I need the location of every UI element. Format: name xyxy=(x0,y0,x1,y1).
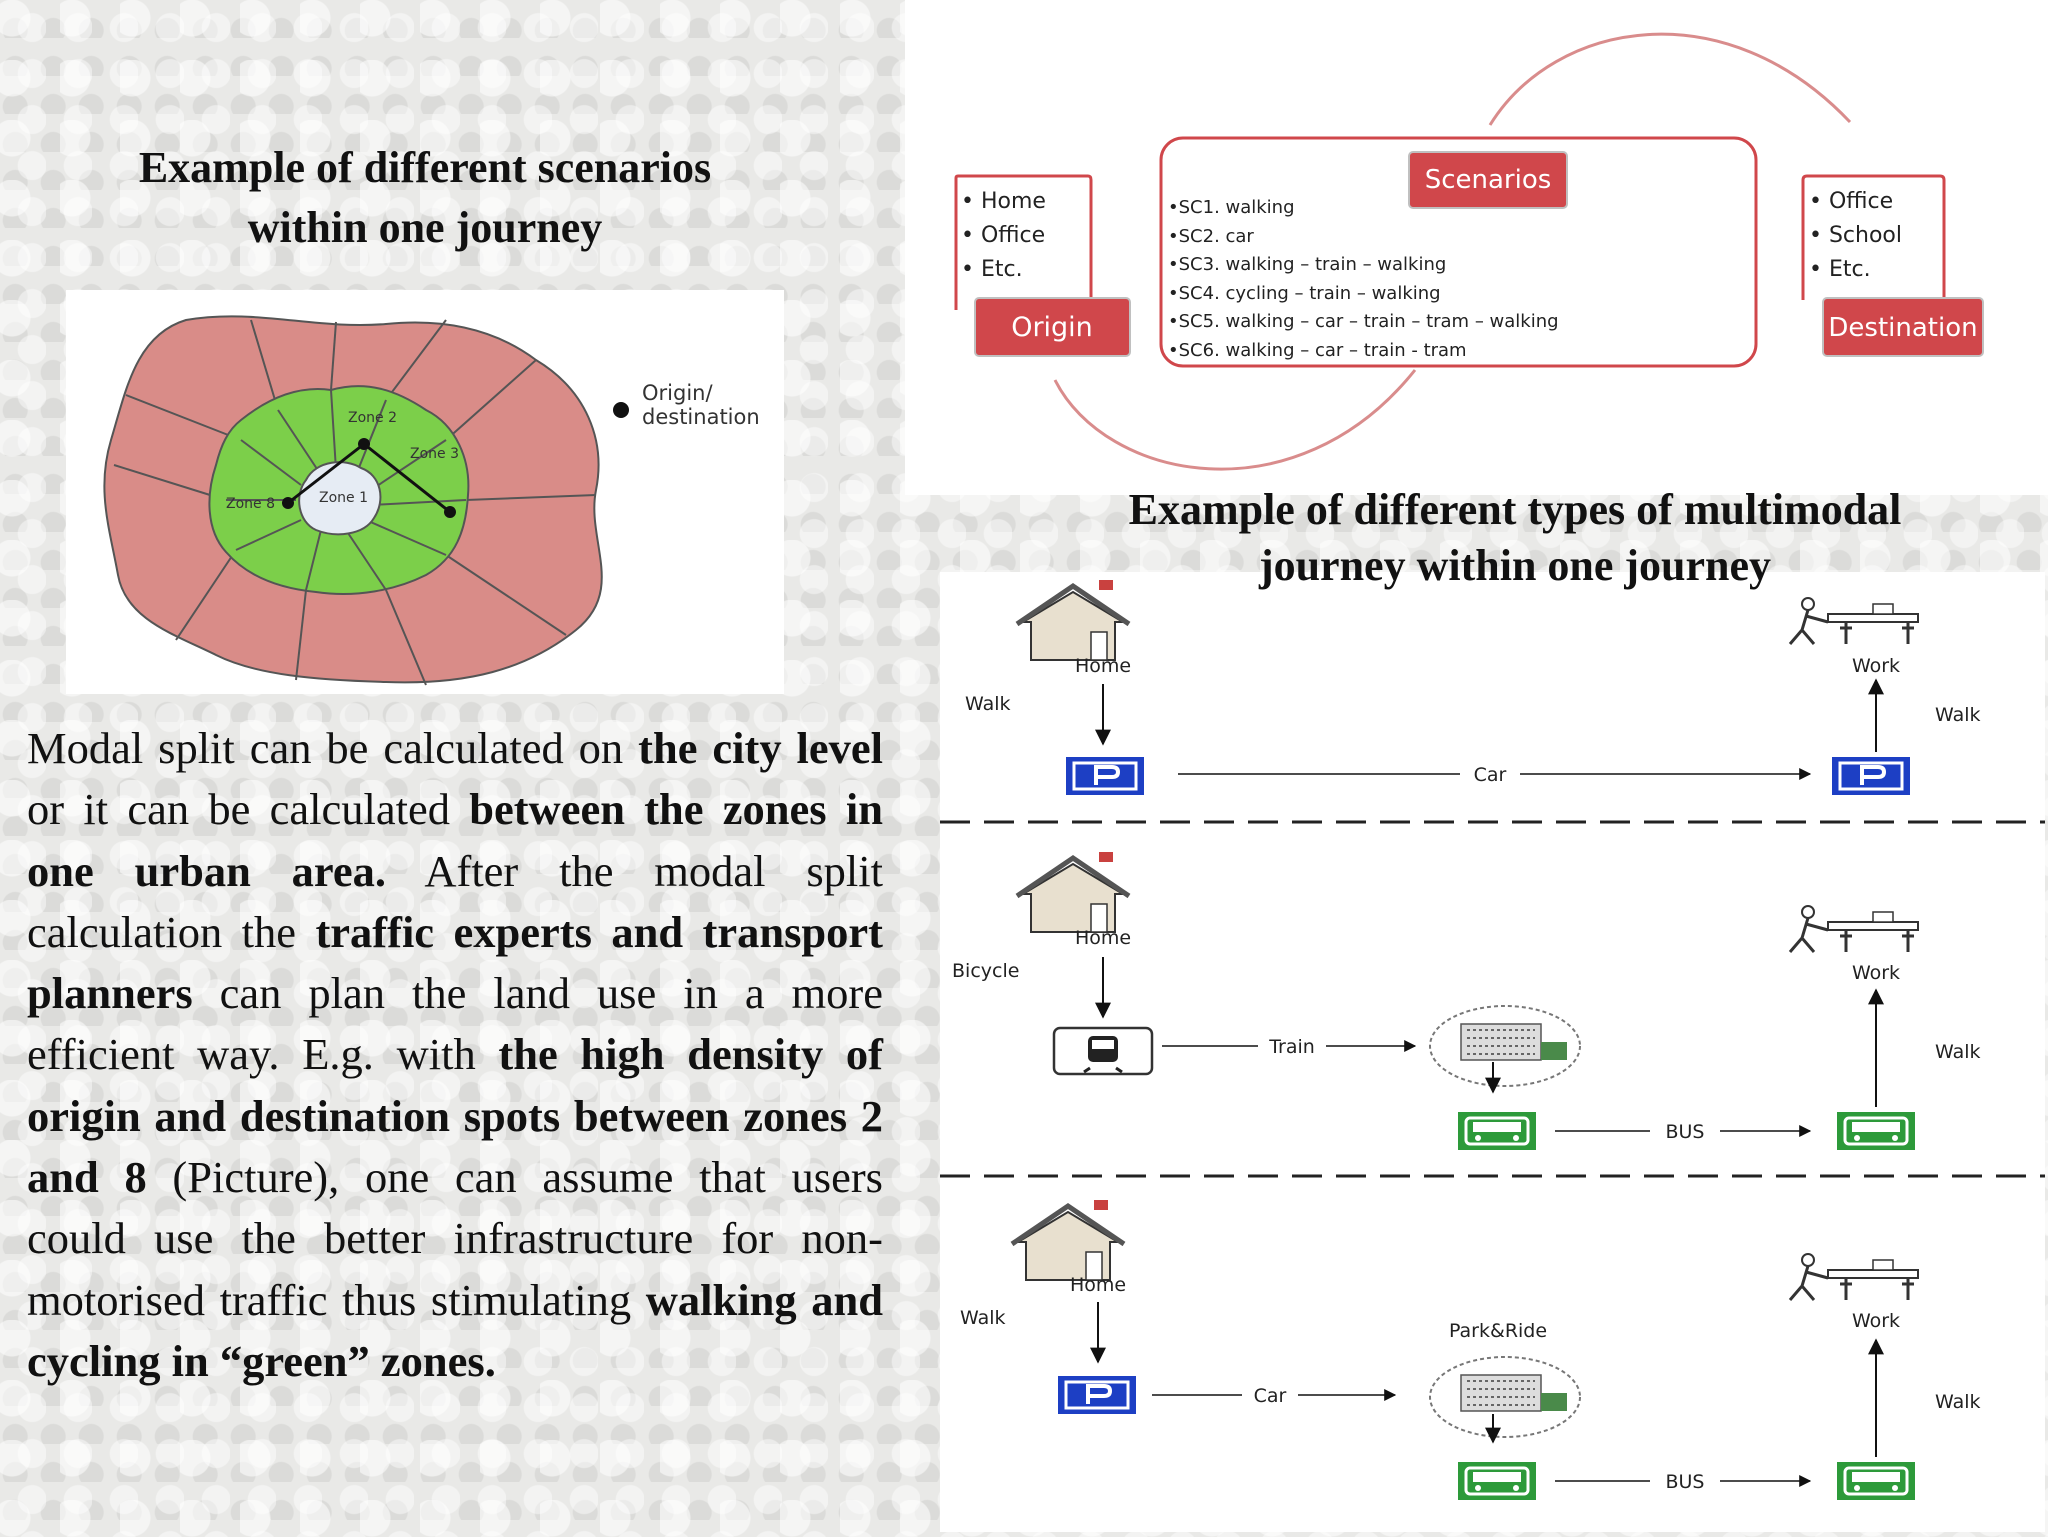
right-title-line1: Example of different types of multimodal xyxy=(1128,485,1902,534)
origin-item-home: • Home xyxy=(961,189,1046,214)
scenario-6: •SC6. walking – car – train - tram xyxy=(1168,340,1467,361)
para-text-3: After the modal split calculation the xyxy=(27,845,883,957)
left-title-line1: Example of different scenarios xyxy=(138,143,712,192)
scenarios-label: Scenarios xyxy=(1425,165,1552,195)
destination-bracket xyxy=(1801,174,1946,300)
bus-icon-dest xyxy=(1835,1110,1917,1152)
scenarios-diagram: • Home • Office • Etc. Origin Scenarios … xyxy=(954,32,1984,471)
para-text-5: (Picture), one can assume that users cou… xyxy=(27,1152,884,1325)
para-text-2: or it can be calculated xyxy=(27,784,470,835)
journey-diagram: Home Walk Car Work Walk Home Bicycle Tra… xyxy=(940,572,2045,1502)
row1-home-label: Home xyxy=(1075,655,1131,677)
zone-map: Zone 2 Zone 3 Zone 8 Zone 1 Origin/ dest… xyxy=(103,315,760,686)
para-bold-5: walking and cycling in “green” zones. xyxy=(27,1274,884,1386)
right-title: Example of different types of multimodal… xyxy=(1000,482,2030,594)
dest-item-school: • School xyxy=(1809,223,1902,248)
journey-diagram-panel: Home Walk Car Work Walk Home Bicycle Tra… xyxy=(940,572,2045,1532)
dest-item-etc: • Etc. xyxy=(1809,257,1871,282)
destination-label: Destination xyxy=(1828,313,1977,343)
row2-work-label: Work xyxy=(1852,962,1900,984)
row1-car-label: Car xyxy=(1474,764,1507,786)
parking-icon xyxy=(1064,755,1146,797)
row3-work-label: Work xyxy=(1852,1310,1900,1332)
row2-train-label: Train xyxy=(1268,1036,1315,1058)
legend-label: Origin/ xyxy=(642,381,713,405)
bus-icon xyxy=(1456,1110,1538,1152)
station-icon xyxy=(1429,1005,1581,1087)
bus-icon xyxy=(1456,1460,1538,1502)
bottom-arc xyxy=(1053,369,1417,471)
para-bold-3: traffic experts and transport planners xyxy=(27,906,883,1019)
scenarios-label-box xyxy=(1408,151,1568,209)
scenarios-diagram-panel: • Home • Office • Etc. Origin Scenarios … xyxy=(905,0,2048,495)
origin-item-etc: • Etc. xyxy=(961,257,1023,282)
od-point-zone2 xyxy=(358,438,370,450)
row2-walk-label: Walk xyxy=(1935,1041,1981,1063)
row3-park-ride-label: Park&Ride xyxy=(1449,1320,1547,1342)
park-and-ride-icon xyxy=(1429,1356,1581,1438)
dest-item-office: • Office xyxy=(1809,189,1893,214)
row1-walk-label: Walk xyxy=(965,693,1011,715)
zone8-label: Zone 8 xyxy=(226,496,275,512)
row3-walk2-label: Walk xyxy=(1935,1391,1981,1413)
origin-label-box xyxy=(974,297,1131,357)
top-arc xyxy=(1488,32,1852,126)
scenario-2: •SC2. car xyxy=(1168,226,1254,247)
body-paragraph: Modal split can be calculated on the cit… xyxy=(27,718,883,1392)
row3-home-label: Home xyxy=(1070,1274,1126,1296)
parking-icon-dest xyxy=(1830,755,1912,797)
zone2-label: Zone 2 xyxy=(348,410,397,426)
row3-walk-label: Walk xyxy=(960,1307,1006,1329)
row2-home-label: Home xyxy=(1075,927,1131,949)
legend-label-2: destination xyxy=(642,405,760,429)
row3-bus-label: BUS xyxy=(1665,1471,1704,1493)
row1-work-label: Work xyxy=(1852,655,1900,677)
home-icon xyxy=(1012,1200,1124,1280)
od-point-zone8 xyxy=(282,497,294,509)
para-text-4: can plan the land use in a more efficien… xyxy=(27,968,883,1080)
origin-item-office: • Office xyxy=(961,223,1045,248)
row3-car-label: Car xyxy=(1254,1385,1287,1407)
origin-bracket xyxy=(954,174,1093,310)
left-title-line2: within one journey xyxy=(247,203,603,252)
od-point-zone3 xyxy=(444,506,456,518)
work-icon xyxy=(1788,904,1920,954)
scenario-5: •SC5. walking – car – train – tram – wal… xyxy=(1168,311,1559,332)
origin-label: Origin xyxy=(1011,312,1093,343)
right-title-line2: journey within one journey xyxy=(1258,541,1772,590)
work-icon xyxy=(1788,596,1920,646)
legend-dot xyxy=(613,402,629,418)
scenarios-box xyxy=(1159,136,1758,368)
zone3-label: Zone 3 xyxy=(410,446,459,462)
left-title: Example of different scenarios within on… xyxy=(60,138,790,258)
parking-icon xyxy=(1056,1374,1138,1416)
train-icon xyxy=(1052,1026,1154,1076)
zone-map-panel: Zone 2 Zone 3 Zone 8 Zone 1 Origin/ dest… xyxy=(66,290,784,694)
row2-bicycle-label: Bicycle xyxy=(952,960,1019,982)
home-icon xyxy=(1017,852,1129,932)
row2-bus-label: BUS xyxy=(1665,1121,1704,1143)
para-bold-1: the city level xyxy=(638,723,883,773)
para-bold-4: the high density of origin and destinati… xyxy=(27,1029,883,1203)
para-text-1: Modal split can be calculated on xyxy=(27,723,639,773)
destination-label-box xyxy=(1822,297,1984,357)
bus-icon-dest xyxy=(1835,1460,1917,1502)
inner-lines xyxy=(226,389,467,591)
od-links xyxy=(287,442,451,514)
row1-walk2-label: Walk xyxy=(1935,704,1981,726)
scenario-3: •SC3. walking – train – walking xyxy=(1168,254,1446,275)
para-bold-2: between the zones in one urban area. xyxy=(27,784,883,896)
scenario-1: •SC1. walking xyxy=(1168,197,1295,218)
work-icon xyxy=(1788,1252,1920,1302)
radial-lines xyxy=(113,319,597,686)
zone1-label: Zone 1 xyxy=(319,490,368,506)
scenario-4: •SC4. cycling – train – walking xyxy=(1168,283,1441,304)
